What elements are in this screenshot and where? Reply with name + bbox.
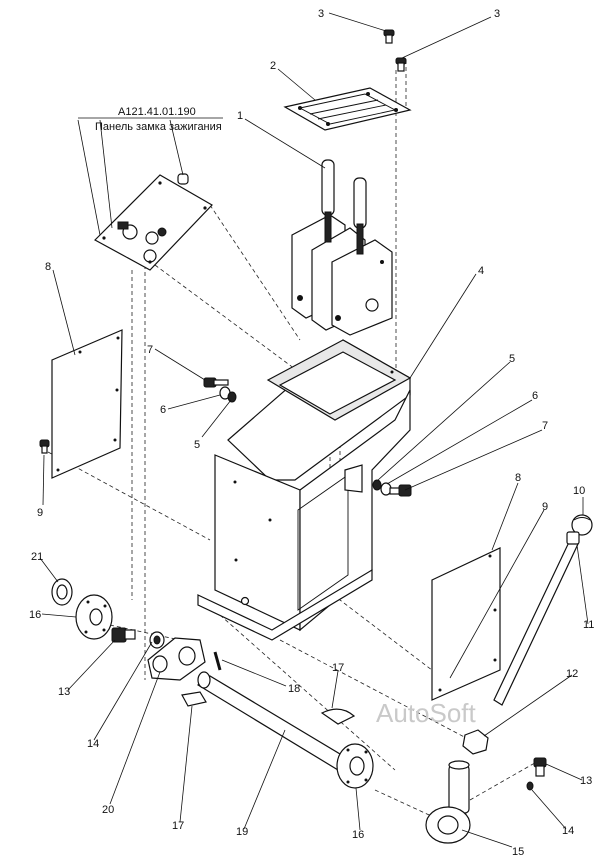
washer-part-14-left: [149, 631, 165, 649]
callout-6-left: 6: [160, 404, 166, 416]
callout-15: 15: [512, 846, 524, 858]
callout-13-left: 13: [58, 686, 70, 698]
lever-bracket-part-15: [425, 760, 471, 844]
washer-part-14-right: [526, 781, 534, 791]
callout-9-right: 9: [542, 501, 548, 513]
lever-assembly-part-1: [291, 159, 393, 336]
side-cover-part-8-left: [51, 329, 123, 479]
bolt-part-13-left: [111, 627, 136, 643]
callout-16-right: 16: [352, 829, 364, 841]
callout-5-right: 5: [509, 353, 515, 365]
callout-2: 2: [270, 60, 276, 72]
callout-1: 1: [237, 110, 243, 122]
bolt-part-7-right: [389, 484, 412, 497]
flange-part-16-right: [336, 743, 374, 789]
callout-5-left: 5: [194, 439, 200, 451]
callout-13-right: 13: [580, 775, 592, 787]
callout-20: 20: [102, 804, 114, 816]
callout-18: 18: [288, 683, 300, 695]
flange-part-16-left: [75, 594, 113, 640]
screw-part-9-left: [39, 439, 50, 454]
callout-21: 21: [31, 551, 43, 563]
key-part-17-right: [320, 708, 356, 725]
nut-part-12: [462, 729, 489, 755]
callout-3-left: 3: [318, 8, 324, 20]
shaft-part-19: [196, 671, 352, 771]
callout-4: 4: [478, 265, 484, 277]
callout-9-left: 9: [37, 507, 43, 519]
washer-part-21: [51, 578, 73, 606]
cover-plate-part-2: [283, 87, 412, 131]
hinge-bracket-part-20: [147, 637, 206, 681]
watermark-text: AutoSoft: [376, 698, 477, 728]
callout-7-right: 7: [542, 420, 548, 432]
lever-rod-part-11: [493, 531, 580, 706]
washer-part-5-left: [227, 391, 237, 403]
callout-8-right: 8: [515, 472, 521, 484]
callout-19: 19: [236, 826, 248, 838]
pin-part-18: [213, 651, 222, 671]
callout-16-left: 16: [29, 609, 41, 621]
callout-14-right: 14: [562, 825, 574, 837]
washer-part-5-right: [372, 479, 382, 491]
panel-code-label: А121.41.01.190: [118, 106, 196, 118]
callout-10: 10: [573, 485, 585, 497]
callout-12: 12: [566, 668, 578, 680]
key-part-17-left: [181, 691, 207, 707]
bolt-part-13-right: [533, 757, 547, 777]
bolt-part-7-left: [203, 377, 229, 388]
callout-17-right: 17: [332, 662, 344, 674]
main-housing-part-4: [197, 339, 412, 641]
callout-3-right: 3: [494, 8, 500, 20]
callout-6-right: 6: [532, 390, 538, 402]
screw-part-3-left: [383, 29, 395, 44]
knob-part-10: [571, 514, 593, 536]
screw-part-3-right: [395, 57, 407, 72]
ignition-lock-panel: [94, 173, 213, 271]
panel-name-label: Панель замка зажигания: [95, 121, 222, 133]
leader-lines: [39, 12, 589, 848]
callout-14-left: 14: [87, 738, 99, 750]
callout-8-left: 8: [45, 261, 51, 273]
callout-7-left: 7: [147, 344, 153, 356]
callout-17-left: 17: [172, 820, 184, 832]
side-cover-part-8-right: [431, 547, 501, 701]
callout-11: 11: [583, 619, 594, 631]
